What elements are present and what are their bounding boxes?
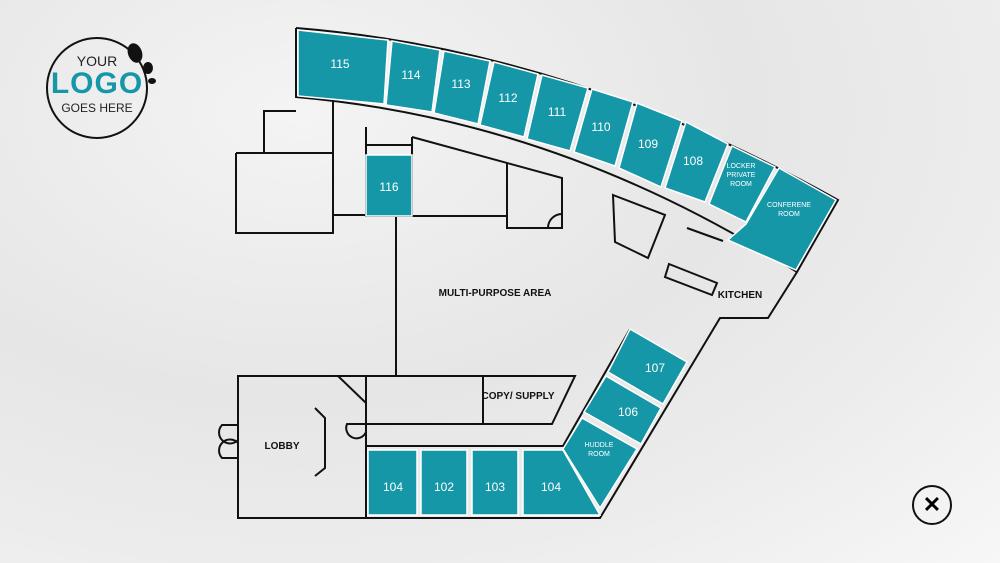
room-113[interactable]: 113 (433, 50, 491, 125)
wall-line (366, 375, 577, 425)
wall-line (663, 262, 719, 297)
room-label: 113 (451, 77, 470, 91)
room-shape (297, 29, 389, 105)
room-106[interactable]: 106 (582, 374, 663, 446)
room-label: 109 (638, 137, 658, 151)
room-110[interactable]: 110 (573, 88, 634, 167)
room-label: 116 (379, 180, 398, 194)
room-shape (479, 61, 539, 138)
room-108[interactable]: 108 (664, 120, 729, 203)
room-shape (562, 416, 639, 510)
room-label: 111 (548, 105, 567, 119)
wall-line (296, 96, 366, 216)
room-111[interactable]: 111 (526, 74, 589, 152)
room-104b[interactable]: 104 (522, 449, 602, 516)
room-shape (618, 101, 683, 189)
room-114[interactable]: 114 (385, 40, 441, 113)
wall-line (295, 28, 798, 273)
wall-line (314, 407, 326, 477)
wall-line (547, 213, 563, 229)
logo-line1: YOUR (76, 53, 118, 69)
logo-drops-icon (127, 43, 156, 84)
room-shape (367, 449, 418, 516)
room-115[interactable]: 115 (297, 29, 389, 105)
wall-line (345, 423, 367, 440)
room-103[interactable]: 103 (471, 449, 519, 516)
room-116[interactable]: 116 (365, 154, 413, 217)
close-button[interactable]: ✕ (912, 485, 952, 525)
room-label: 115 (330, 57, 349, 71)
room-shape (385, 40, 441, 113)
room-107[interactable]: 107 (607, 327, 689, 406)
room-label: 107 (645, 361, 665, 375)
wall-line (218, 424, 239, 459)
room-label: 104 (383, 480, 403, 494)
room-label: 110 (591, 120, 610, 134)
area-copy-label: COPY/ SUPPLY (482, 391, 555, 402)
wall-line (337, 328, 631, 518)
room-label: 102 (434, 480, 454, 494)
area-kitchen-label: KITCHEN (718, 290, 762, 301)
room-label: 106 (618, 405, 638, 419)
room-shape (365, 154, 413, 217)
wall-line (611, 193, 667, 260)
area-multipurpose-label: MULTI-PURPOSE AREA (439, 288, 552, 299)
room-label: 108 (683, 154, 703, 168)
wall-line (686, 227, 724, 242)
wall-line (235, 152, 334, 234)
room-104a[interactable]: 104 (367, 449, 418, 516)
room-shape (582, 374, 663, 446)
room-label: 104 (541, 480, 561, 494)
close-icon: ✕ (922, 492, 942, 517)
room-shape (726, 166, 838, 271)
room-label: 103 (485, 480, 505, 494)
wall-line (411, 136, 563, 229)
room-label: 112 (498, 91, 517, 105)
room-shape (522, 449, 602, 516)
logo-line2: LOGO (50, 67, 144, 100)
area-lobby-label: LOBBY (265, 441, 300, 452)
logo-line3: GOES HERE (61, 101, 133, 115)
logo: YOUR LOGO GOES HERE (46, 37, 156, 139)
room-shape (433, 50, 491, 125)
room-shape (471, 449, 519, 516)
room-shape (573, 88, 634, 167)
room-shape (664, 120, 729, 203)
room-shape (420, 449, 468, 516)
room-label: 114 (401, 68, 420, 82)
room-102[interactable]: 102 (420, 449, 468, 516)
wall-line (263, 110, 296, 153)
room-shape (526, 74, 589, 152)
room-shape (708, 144, 777, 223)
room-112[interactable]: 112 (479, 61, 539, 138)
room-109[interactable]: 109 (618, 101, 683, 189)
room-shape (607, 327, 689, 406)
